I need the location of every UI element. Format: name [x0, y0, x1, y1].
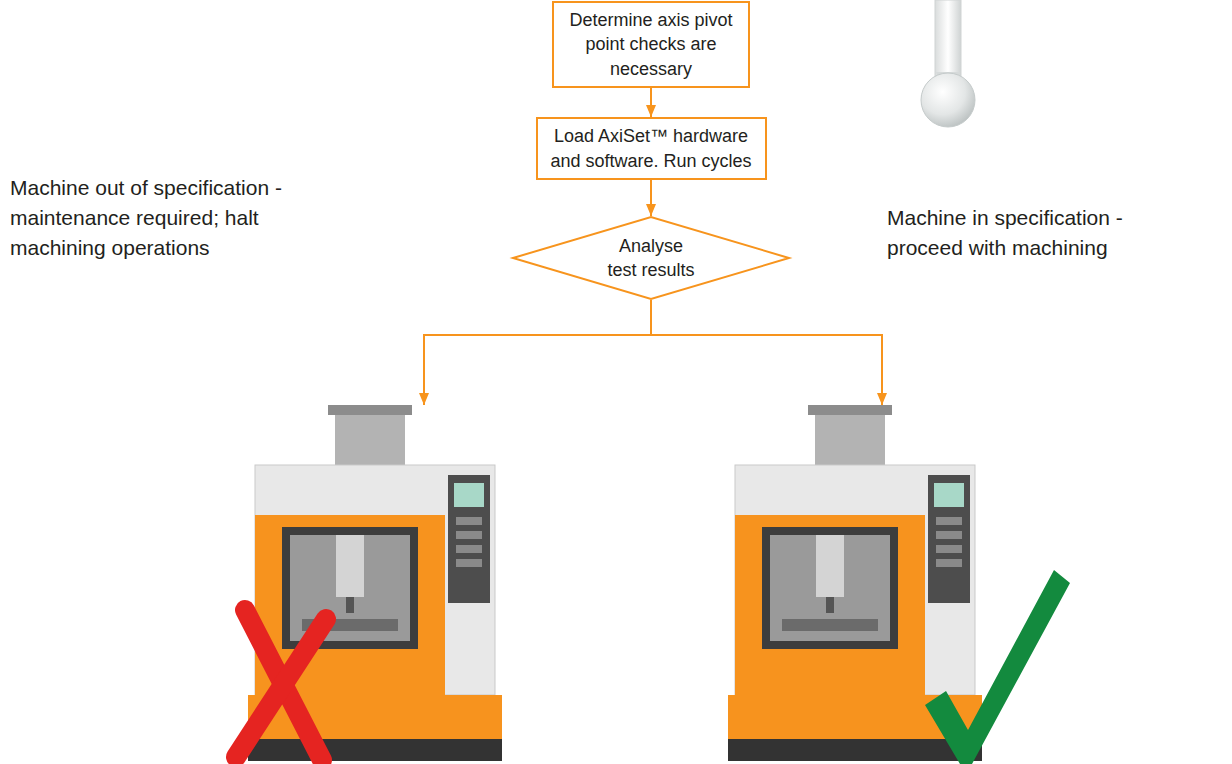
pass-check [925, 570, 1070, 764]
flow-arrow [650, 88, 652, 117]
flow-arrow [651, 300, 882, 405]
machine-table [782, 619, 878, 631]
diamond-outline [512, 216, 790, 300]
outcome-label: Machine out of specification - maintenan… [10, 173, 340, 262]
machine-illustration: Machine in specification - proceed with … [720, 405, 990, 764]
control-keys [456, 545, 482, 553]
control-keys [456, 517, 482, 525]
machine-foot [248, 739, 502, 761]
diamond-shape [513, 217, 789, 299]
spindle [336, 535, 364, 597]
process-box: Determine axis pivot point checks are ne… [552, 1, 750, 88]
control-panel [928, 475, 970, 603]
control-screen [934, 483, 964, 507]
tool [346, 597, 354, 613]
fail-cross [236, 619, 326, 757]
flow-arrow [650, 180, 652, 216]
control-keys [936, 531, 962, 539]
work-window [282, 527, 418, 649]
flow-arrow [424, 300, 651, 405]
probe-stem [935, 0, 961, 76]
process-box: Load AxiSet™ hardware and software. Run … [536, 117, 767, 180]
front-panel [735, 515, 925, 695]
control-keys [936, 545, 962, 553]
machine-drawing [720, 405, 990, 764]
node-label: Analyse test results [605, 234, 697, 283]
cabinet [735, 465, 975, 695]
control-keys [936, 517, 962, 525]
probe-ball [921, 73, 975, 127]
tool [826, 597, 834, 613]
decision-diamond: Analyse test results [512, 216, 790, 300]
spindle [816, 535, 844, 597]
node-label: Determine axis pivot point checks are ne… [560, 8, 742, 81]
control-keys [936, 559, 962, 567]
outcome-label: Machine in specification - proceed with … [887, 203, 1197, 263]
work-area [290, 535, 410, 641]
machine-drawing [240, 405, 510, 764]
machine-foot [728, 739, 982, 761]
machine-illustration: Machine out of specification - maintenan… [240, 405, 510, 764]
control-keys [456, 531, 482, 539]
column-cap [328, 405, 412, 415]
control-keys [456, 559, 482, 567]
node-label: Load AxiSet™ hardware and software. Run … [544, 124, 759, 173]
work-window [762, 527, 898, 649]
column-cap [808, 405, 892, 415]
work-area [770, 535, 890, 641]
control-panel [448, 475, 490, 603]
control-screen [454, 483, 484, 507]
